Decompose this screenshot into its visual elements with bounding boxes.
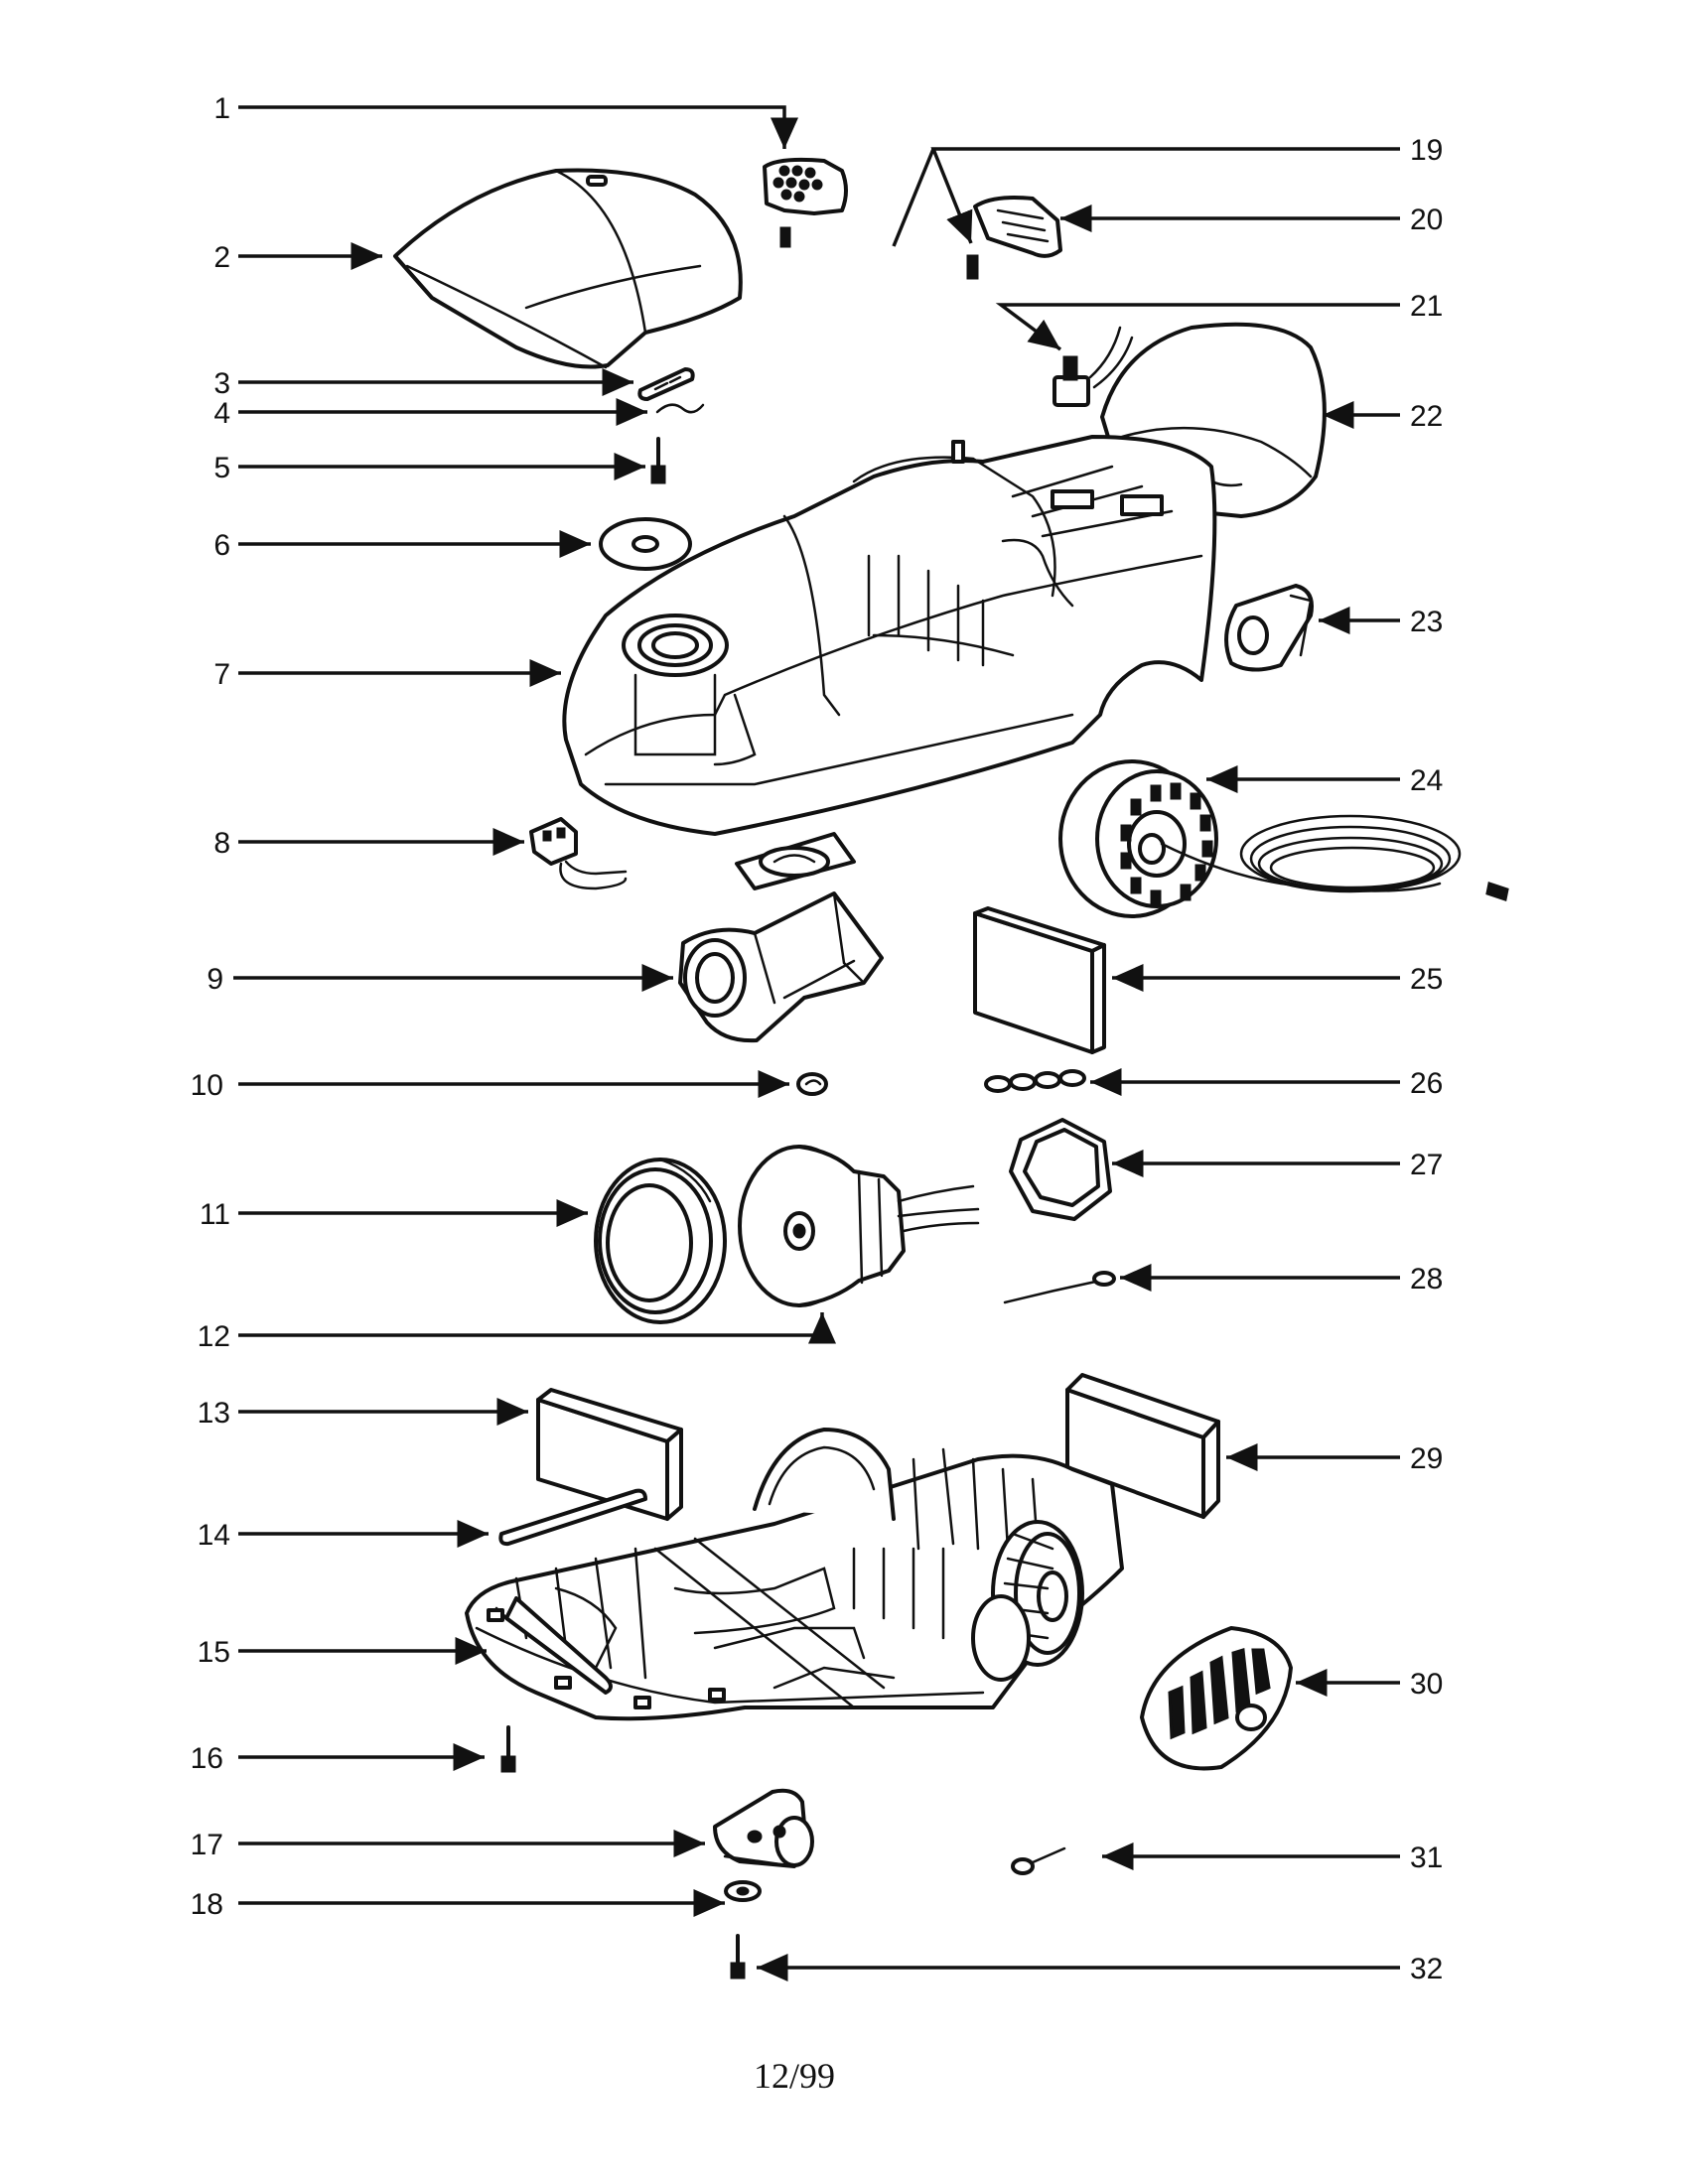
part-21-switch <box>1052 326 1134 407</box>
part-25-exhaust-filter <box>973 906 1106 1054</box>
part-10-clip <box>796 1072 828 1096</box>
callout-11: 11 <box>200 1198 230 1231</box>
callout-2: 2 <box>213 241 230 274</box>
leader-lines <box>233 105 1400 1981</box>
callout-9: 9 <box>207 963 223 996</box>
part-15-lower-base <box>465 1428 1124 1721</box>
callout-16: 16 <box>191 1742 223 1775</box>
part-32-screw <box>730 1934 746 1979</box>
callout-32: 32 <box>1410 1953 1443 1985</box>
part-16-screw <box>500 1725 516 1773</box>
callout-6: 6 <box>213 529 230 562</box>
callout-22: 22 <box>1410 400 1443 433</box>
callout-3: 3 <box>213 367 230 400</box>
part-23-cord-guide <box>1224 584 1314 672</box>
part-1-grille-cap <box>763 157 848 248</box>
part-31-terminal <box>1011 1846 1066 1875</box>
callout-18: 18 <box>191 1888 223 1921</box>
callout-21: 21 <box>1410 290 1443 323</box>
part-17-front-caster <box>713 1788 814 1868</box>
part-13-filter <box>536 1388 683 1521</box>
callout-7: 7 <box>213 658 230 691</box>
part-8-switch <box>529 817 628 890</box>
callout-10: 10 <box>191 1069 223 1102</box>
callout-1: 1 <box>213 92 230 125</box>
callout-24: 24 <box>1410 764 1443 797</box>
callout-26: 26 <box>1410 1067 1443 1100</box>
part-6-washer <box>599 517 692 571</box>
part-26-grommets <box>984 1069 1086 1093</box>
part-20-pedal-button <box>973 196 1062 258</box>
callout-31: 31 <box>1410 1842 1443 1874</box>
part-9-intake-duct <box>678 832 884 1043</box>
part-19-springs <box>966 254 979 280</box>
part-5-screw <box>650 437 666 484</box>
callout-13: 13 <box>198 1397 230 1430</box>
part-24-cord-reel <box>1058 759 1509 918</box>
callout-8: 8 <box>213 827 230 860</box>
callout-12: 12 <box>198 1320 230 1353</box>
part-4-spring <box>655 403 705 414</box>
part-3-latch <box>637 367 695 401</box>
part-18-washer <box>724 1880 762 1902</box>
callout-25: 25 <box>1410 963 1443 996</box>
callout-30: 30 <box>1410 1668 1443 1701</box>
callout-4: 4 <box>213 397 230 430</box>
callout-27: 27 <box>1410 1149 1443 1181</box>
callout-14: 14 <box>198 1519 230 1552</box>
callout-29: 29 <box>1410 1442 1443 1475</box>
footer-date: 12/99 <box>754 2056 835 2096</box>
part-7-upper-housing <box>562 435 1217 836</box>
callout-23: 23 <box>1410 606 1443 638</box>
callout-28: 28 <box>1410 1263 1443 1296</box>
part-28-ground-wire <box>1003 1271 1116 1304</box>
part-27-gasket <box>1009 1118 1112 1221</box>
part-14-seal-strip <box>498 1488 647 1547</box>
part-2-dust-cover-lid <box>393 168 743 369</box>
part-29-filter <box>1065 1373 1220 1519</box>
part-30-hubcap <box>1140 1626 1293 1771</box>
callout-5: 5 <box>213 452 230 484</box>
callout-17: 17 <box>191 1829 223 1861</box>
callout-15: 15 <box>198 1636 230 1669</box>
part-12-motor <box>738 1145 980 1307</box>
part-11-gasket-ring <box>594 1158 727 1324</box>
callout-20: 20 <box>1410 204 1443 236</box>
callout-labels: 1 2 3 4 5 6 7 8 9 10 11 12 13 14 15 16 1… <box>191 92 1444 1985</box>
callout-19: 19 <box>1410 134 1443 167</box>
